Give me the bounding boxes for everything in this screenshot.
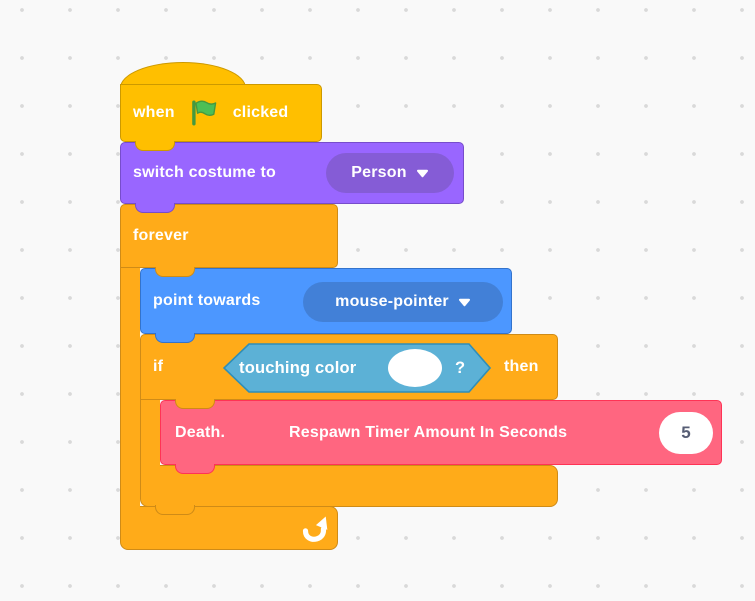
clicked-label: clicked (232, 104, 289, 121)
loop-arrow-icon (302, 516, 328, 542)
if-label: if (153, 358, 164, 375)
seconds-value: 5 (681, 423, 691, 442)
green-flag-icon (191, 100, 217, 126)
chevron-down-icon (416, 169, 428, 177)
forever-left-arm (120, 266, 140, 508)
switch-costume-label: switch costume to (133, 164, 276, 181)
forever-bottom-arm (120, 506, 338, 550)
switch-costume-bump (135, 203, 175, 213)
seconds-number-input[interactable]: 5 (659, 412, 713, 454)
block-forever[interactable]: forever (120, 204, 338, 268)
touching-color-label: touching color (239, 359, 357, 377)
question-mark-label: ? (455, 359, 465, 377)
costume-dropdown-value: Person (351, 164, 407, 181)
point-towards-label: point towards (153, 292, 261, 309)
costume-dropdown[interactable]: Person (326, 153, 454, 193)
block-when-flag-clicked[interactable]: when clicked (120, 84, 322, 142)
when-label: when (133, 104, 175, 121)
forever-label: forever (133, 227, 189, 244)
if-left-arm (140, 398, 160, 467)
block-switch-costume-to[interactable]: switch costume to Person (120, 142, 464, 204)
block-if-then[interactable]: if touching color ? then (140, 334, 558, 400)
block-death-respawn-timer[interactable]: Death. Respawn Timer Amount In Seconds 5 (160, 400, 722, 465)
point-towards-bump (155, 333, 195, 343)
towards-dropdown-value: mouse-pointer (335, 293, 449, 310)
death-label: Death. (175, 423, 226, 441)
if-bottom-arm-bump (155, 505, 195, 515)
touching-color-condition[interactable]: touching color ? (223, 343, 491, 393)
respawn-param-label: Respawn Timer Amount In Seconds (289, 423, 568, 441)
chevron-down-icon (458, 298, 470, 306)
color-swatch[interactable] (388, 349, 442, 387)
block-point-towards[interactable]: point towards mouse-pointer (140, 268, 512, 334)
forever-mouth-bump (155, 267, 195, 277)
towards-dropdown[interactable]: mouse-pointer (303, 282, 503, 322)
if-mouth-bump (175, 399, 215, 409)
death-block-bump (175, 464, 215, 474)
hat-block-bump (135, 141, 175, 151)
then-label: then (504, 358, 539, 375)
